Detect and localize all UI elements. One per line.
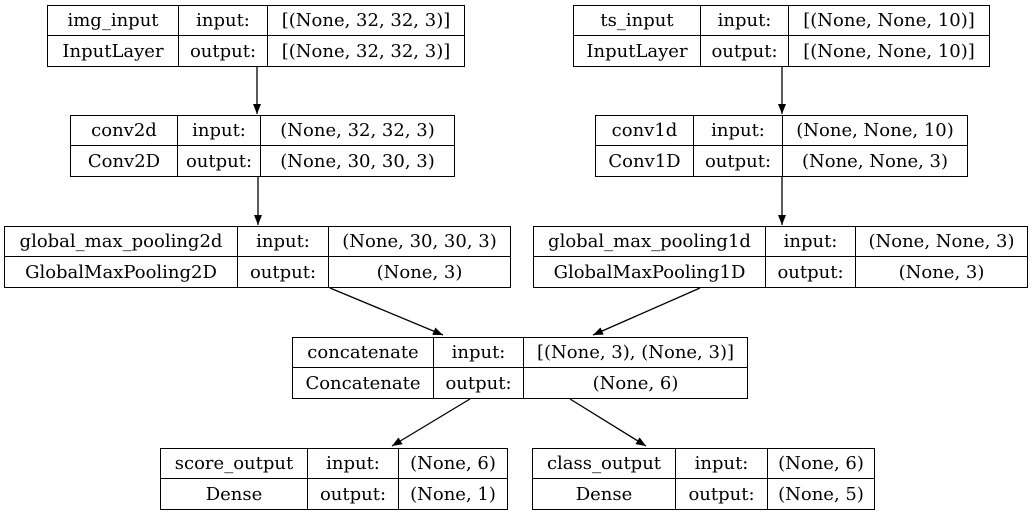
output-shape: (None, 1) xyxy=(410,483,496,505)
layer-name: global_max_pooling2d xyxy=(5,227,238,257)
layer-name: score_output xyxy=(161,449,308,479)
output-label: output: xyxy=(308,479,399,509)
output-label: output: xyxy=(694,146,783,176)
node-global-max-pooling1d: global_max_pooling1d input: (None, None,… xyxy=(533,226,1028,288)
output-label: output: xyxy=(676,479,768,509)
node-conv1d: conv1d input: (None, None, 10) Conv1D ou… xyxy=(595,115,968,177)
output-label: output: xyxy=(179,36,268,66)
layer-type: GlobalMaxPooling2D xyxy=(5,257,238,287)
input-label: input: xyxy=(676,449,768,479)
output-shape: (None, 6) xyxy=(592,372,679,394)
layer-name: conv1d xyxy=(596,116,694,146)
node-img-input: img_input input: [(None, 32, 32, 3)] Inp… xyxy=(47,5,465,67)
input-shape: (None, 6) xyxy=(768,449,874,479)
layer-type: Conv2D xyxy=(71,146,178,176)
input-shape: (None, 30, 30, 3) xyxy=(329,227,510,257)
output-label: output: xyxy=(238,257,329,287)
input-label: input: xyxy=(766,227,856,257)
output-shape: (None, 30, 30, 3) xyxy=(280,150,435,172)
output-label: output: xyxy=(434,368,524,398)
layer-type: Dense xyxy=(161,479,308,509)
input-shape: [(None, 3), (None, 3)] xyxy=(524,338,747,368)
node-conv2d: conv2d input: (None, 32, 32, 3) Conv2D o… xyxy=(70,115,455,177)
output-shape: [(None, None, 10)] xyxy=(803,40,975,62)
input-label: input: xyxy=(178,116,261,146)
input-label: input: xyxy=(238,227,329,257)
input-shape: (None, None, 3) xyxy=(856,227,1027,257)
input-label: input: xyxy=(179,6,268,36)
layer-type: Conv1D xyxy=(596,146,694,176)
node-ts-input: ts_input input: [(None, None, 10)] Input… xyxy=(573,5,990,67)
output-label: output: xyxy=(766,257,856,287)
layer-type: InputLayer xyxy=(48,36,179,66)
output-shape: (None, 3) xyxy=(898,261,985,283)
input-shape: [(None, 32, 32, 3)] xyxy=(268,6,464,36)
input-shape: (None, 32, 32, 3) xyxy=(261,116,454,146)
node-global-max-pooling2d: global_max_pooling2d input: (None, 30, 3… xyxy=(4,226,511,288)
layer-name: global_max_pooling1d xyxy=(534,227,766,257)
input-shape: (None, None, 10) xyxy=(783,116,967,146)
input-shape: (None, 6) xyxy=(399,449,507,479)
input-label: input: xyxy=(694,116,783,146)
layer-name: img_input xyxy=(48,6,179,36)
layer-name: concatenate xyxy=(293,338,434,368)
layer-type: InputLayer xyxy=(574,36,701,66)
output-shape: (None, 3) xyxy=(376,261,463,283)
layer-type: Dense xyxy=(533,479,676,509)
output-shape: [(None, 32, 32, 3)] xyxy=(281,40,451,62)
node-score-output: score_output input: (None, 6) Dense outp… xyxy=(160,448,508,510)
input-shape: [(None, None, 10)] xyxy=(789,6,989,36)
edge-global-max-pooling1d-to-concatenate xyxy=(592,287,701,336)
output-label: output: xyxy=(701,36,789,66)
layer-name: conv2d xyxy=(71,116,178,146)
input-label: input: xyxy=(701,6,789,36)
layer-name: ts_input xyxy=(574,6,701,36)
edge-concatenate-to-score-output xyxy=(391,398,471,447)
output-label: output: xyxy=(178,146,261,176)
layer-name: class_output xyxy=(533,449,676,479)
node-class-output: class_output input: (None, 6) Dense outp… xyxy=(532,448,875,510)
output-shape: (None, 5) xyxy=(778,483,864,505)
input-label: input: xyxy=(434,338,524,368)
layer-type: Concatenate xyxy=(293,368,434,398)
node-concatenate: concatenate input: [(None, 3), (None, 3)… xyxy=(292,337,748,399)
input-label: input: xyxy=(308,449,399,479)
edge-concatenate-to-class-output xyxy=(569,398,647,447)
edge-global-max-pooling2d-to-concatenate xyxy=(329,287,444,336)
layer-type: GlobalMaxPooling1D xyxy=(534,257,766,287)
output-shape: (None, None, 3) xyxy=(801,150,949,172)
